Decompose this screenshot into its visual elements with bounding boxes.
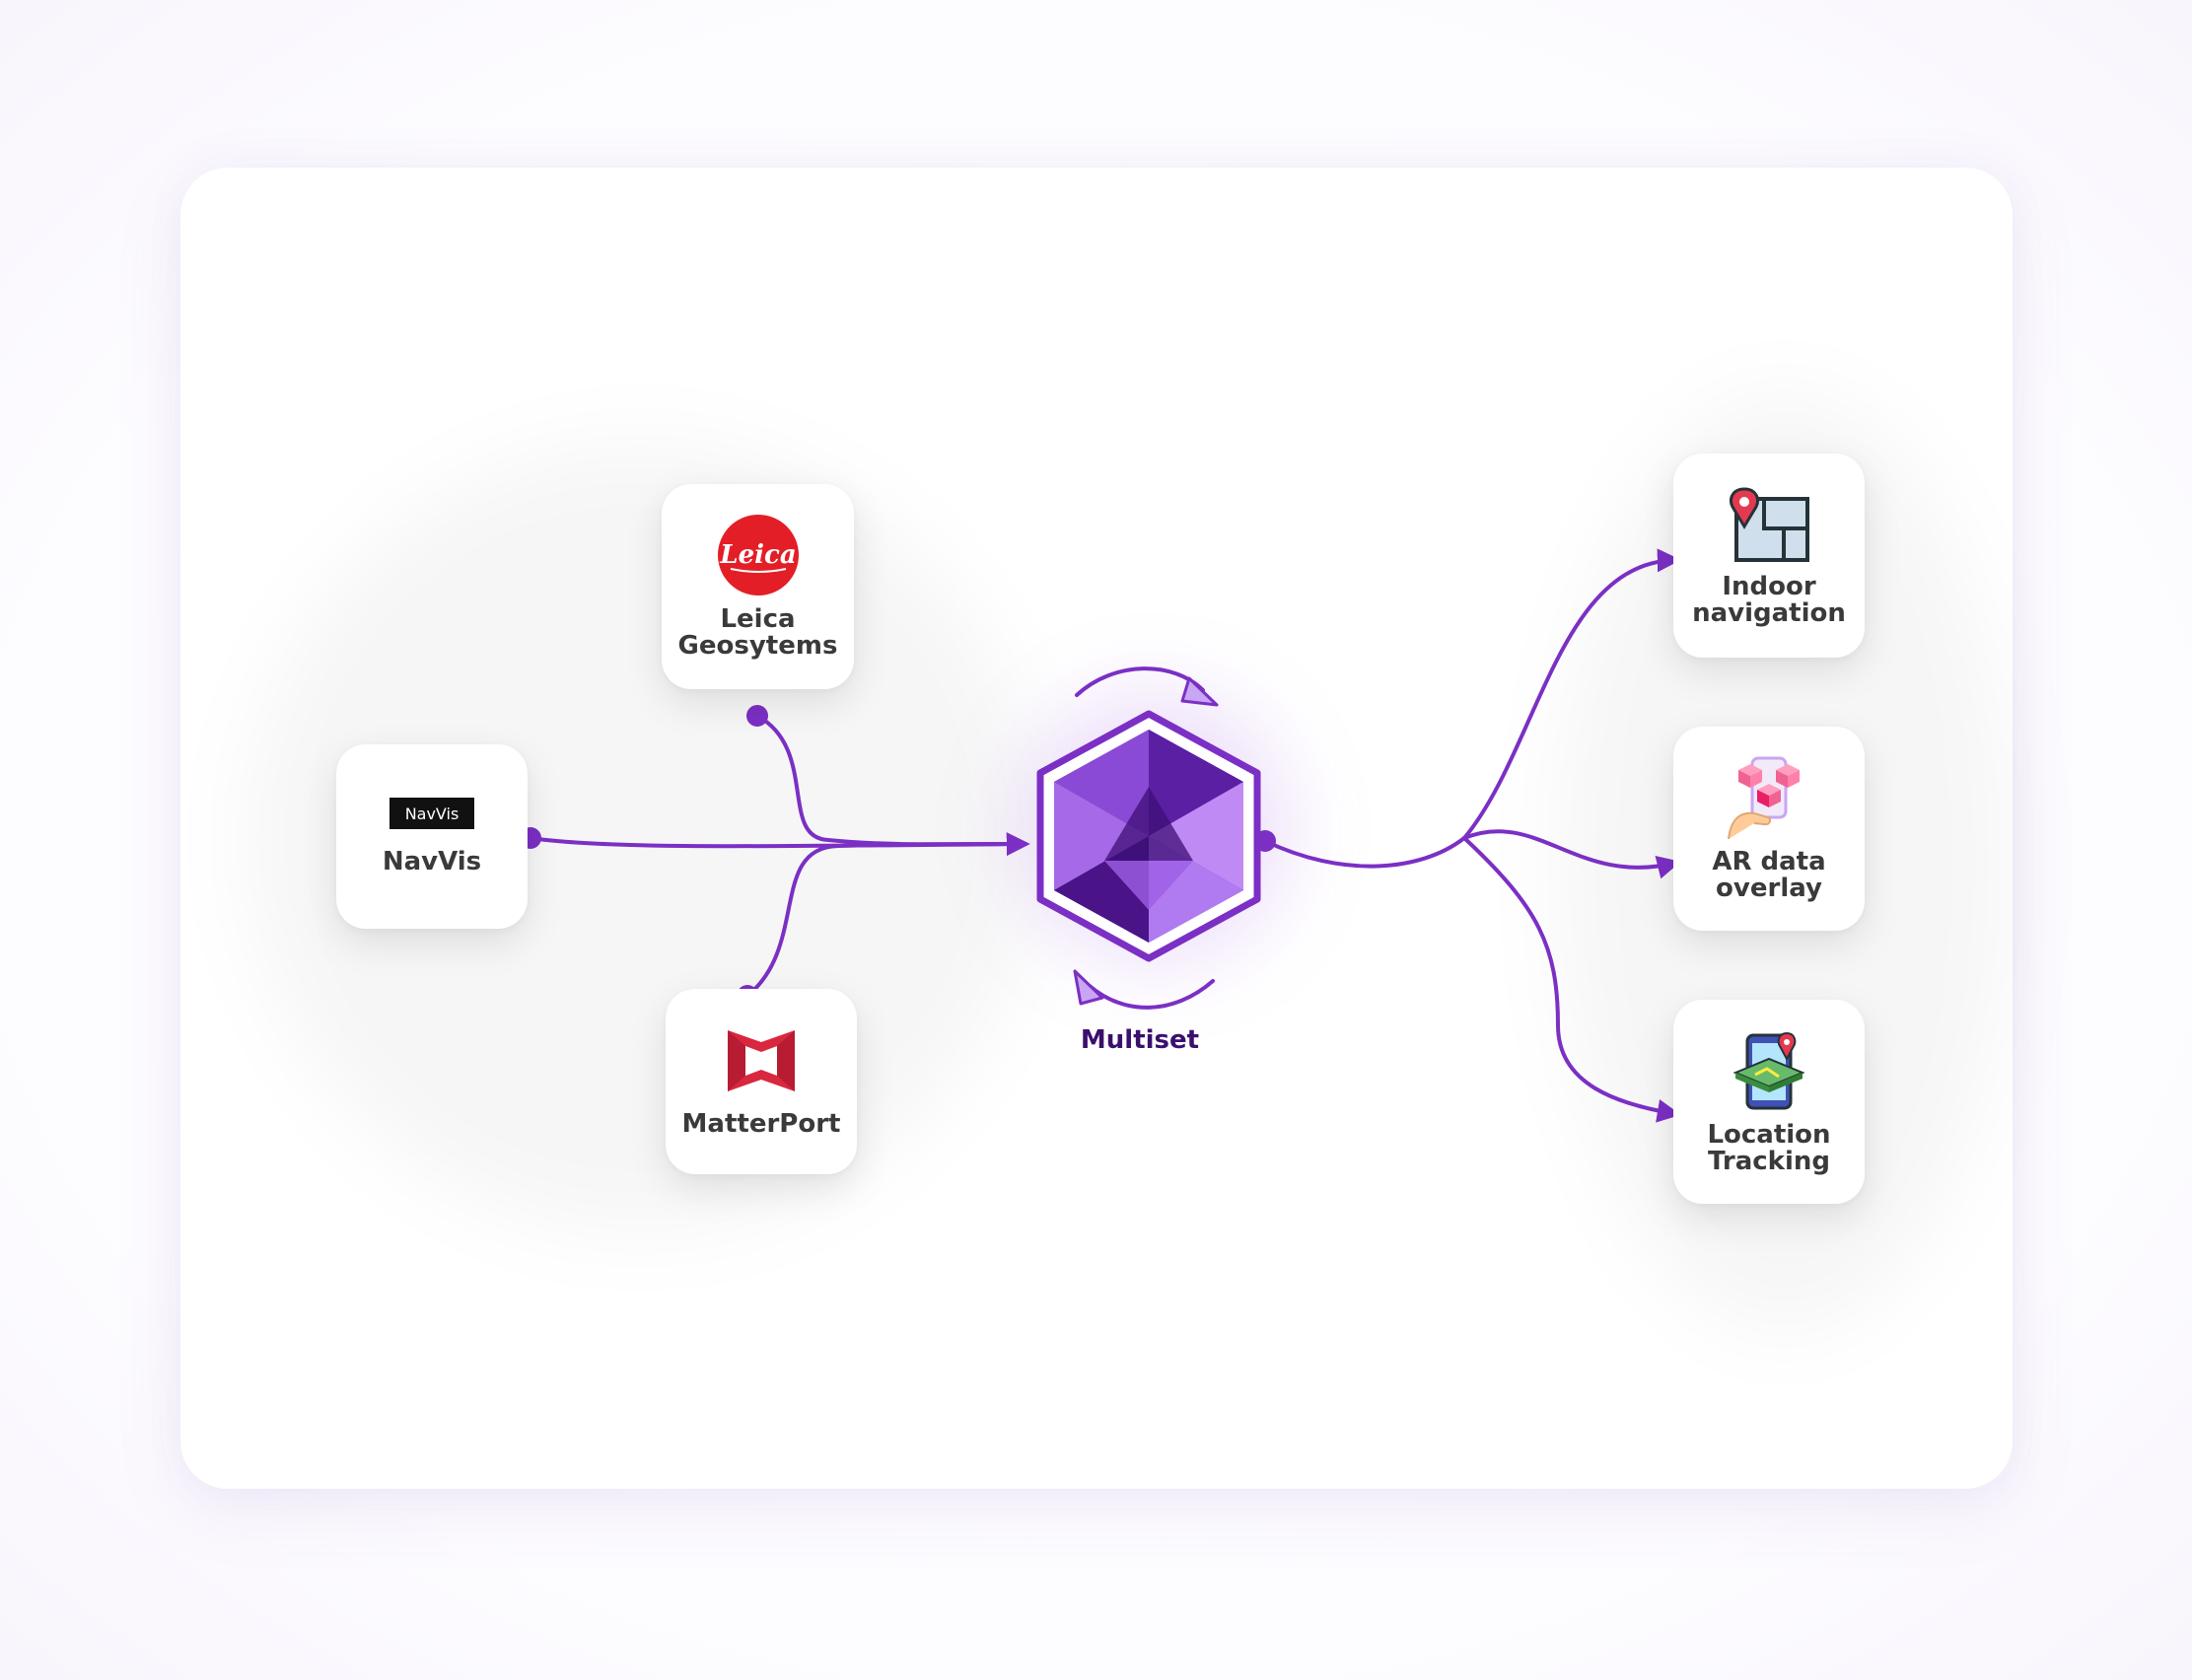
output-card-ar-data-overlay[interactable]: AR data overlay <box>1673 727 1865 931</box>
dot-leica <box>746 705 768 727</box>
link-leica <box>755 714 1027 847</box>
output-card-location-tracking[interactable]: Location Tracking <box>1673 1000 1865 1204</box>
link-ar <box>1462 829 1681 879</box>
svg-text:Leica: Leica <box>719 540 796 570</box>
ar-data-overlay-label: AR data overlay <box>1712 846 1826 903</box>
rotate-arrow-bottom <box>1088 979 1215 1010</box>
location-tracking-label: Location Tracking <box>1707 1119 1831 1176</box>
svg-text:NavVis: NavVis <box>405 805 460 823</box>
navvis-label: NavVis <box>382 847 482 876</box>
rotate-arrowhead-bottom <box>1073 969 1104 1006</box>
link-indoor <box>1462 548 1681 840</box>
link-tracking <box>1462 836 1681 1123</box>
output-card-indoor-navigation[interactable]: Indoor navigation <box>1673 454 1865 658</box>
leica-label: Leica Geosytems <box>677 604 838 661</box>
rotate-arrowhead-top <box>1180 676 1219 707</box>
indoor-map-pin-icon <box>1730 486 1809 562</box>
phone-map-location-icon <box>1732 1031 1805 1109</box>
ar-cubes-hand-icon <box>1728 756 1800 839</box>
leica-logo: Leica <box>717 515 799 595</box>
matterport-logo <box>728 1029 795 1091</box>
matterport-label: MatterPort <box>681 1108 841 1139</box>
hub-label: Multiset <box>1080 1025 1200 1055</box>
source-card-leica[interactable]: Leica Leica Geosytems <box>662 484 854 689</box>
link-out-trunk <box>1263 836 1466 869</box>
navvis-logo: NavVis <box>389 798 474 829</box>
source-card-navvis[interactable]: NavVis NavVis <box>336 744 528 929</box>
link-matterport <box>745 842 1027 998</box>
source-card-matterport[interactable]: MatterPort <box>666 989 857 1174</box>
multiset-hub-icon[interactable] <box>1025 708 1272 964</box>
indoor-navigation-label: Indoor navigation <box>1692 571 1846 628</box>
